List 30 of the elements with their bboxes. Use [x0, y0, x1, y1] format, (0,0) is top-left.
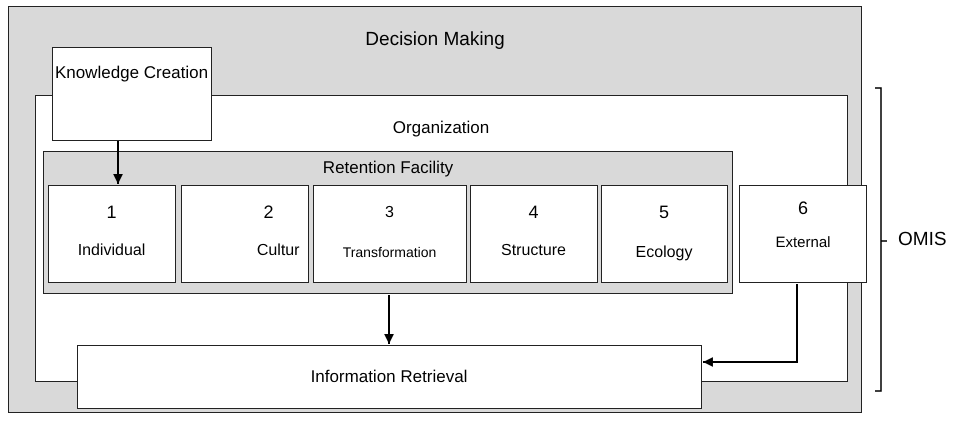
- item-number: 2: [263, 202, 274, 222]
- category-box: [600, 184, 728, 282]
- retention-panel: [43, 151, 733, 294]
- group-label: OMIS: [898, 229, 947, 251]
- category-box: [180, 184, 308, 282]
- box-label: Structure: [501, 242, 566, 260]
- arrow: [113, 141, 123, 184]
- item-number: 6: [798, 198, 808, 219]
- category-box: [470, 184, 598, 282]
- item-number: 1: [106, 202, 116, 222]
- box-label: Ecology: [636, 244, 692, 262]
- process-box: [52, 46, 212, 140]
- category-box: [48, 184, 176, 282]
- box-label: Transformation: [342, 244, 436, 260]
- arrow: [384, 295, 394, 344]
- category-box: [739, 185, 867, 283]
- item-number: 3: [385, 204, 394, 222]
- item-number: 4: [528, 202, 538, 222]
- box-label: Information Retrieval: [310, 366, 468, 386]
- box-label: Retention Facility: [322, 158, 454, 178]
- item-number: 5: [658, 202, 669, 222]
- box-label: Knowledge Creation: [54, 62, 208, 82]
- box-label: Organization: [392, 118, 490, 138]
- box-label: External: [775, 234, 831, 252]
- box-label: Decision Making: [365, 29, 505, 51]
- process-box: [76, 344, 702, 408]
- box-label: Individual: [78, 242, 146, 260]
- category-box: [312, 184, 466, 282]
- box-label: Cultur: [256, 242, 300, 260]
- arrow: [703, 284, 798, 367]
